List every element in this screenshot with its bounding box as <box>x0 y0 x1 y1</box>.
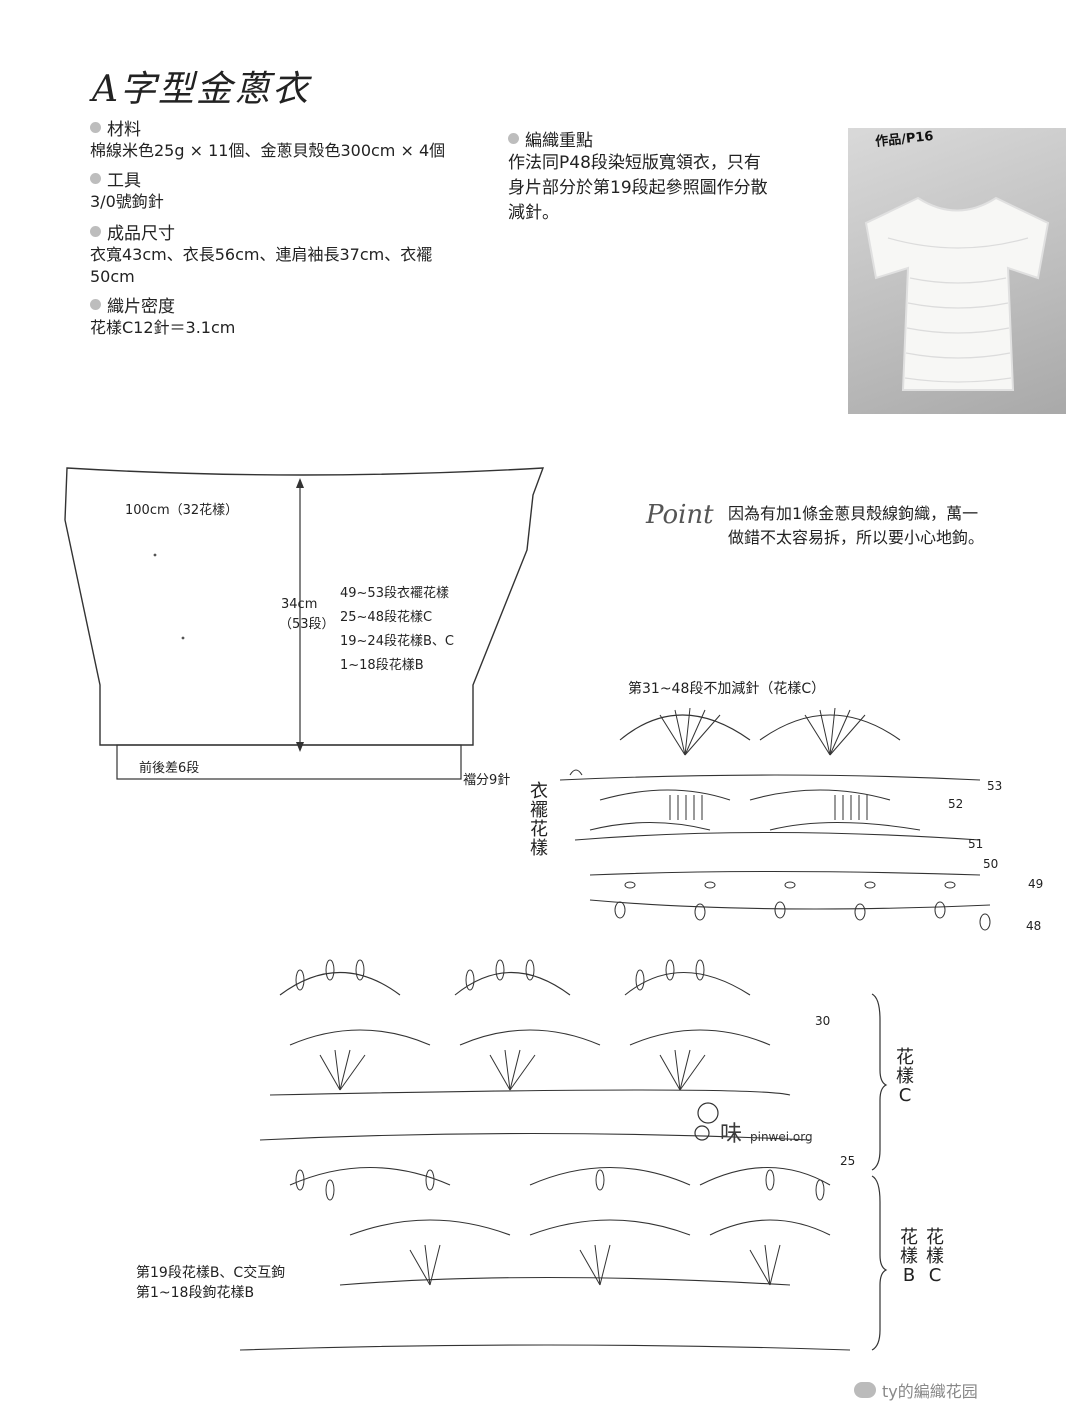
row-note-4: 1~18段花樣B <box>340 657 424 673</box>
point-note: Point <box>646 500 714 530</box>
hem-chart-title: 第31~48段不加減針（花樣C） <box>628 681 826 697</box>
garment-photo <box>848 128 1066 414</box>
watermark-logo: 味 pinwei.org <box>694 1102 813 1147</box>
row-number-52: 52 <box>948 797 963 811</box>
chart-note-2: 第1~18段鉤花樣B <box>136 1285 255 1301</box>
hem-stitch-chart: 53 52 51 50 49 48 <box>560 707 1043 933</box>
pattern-label-char: 樣 <box>900 1246 918 1267</box>
pattern-label-char: 花 <box>900 1227 918 1248</box>
materials-heading: 材料 <box>90 115 510 140</box>
knitting-points-line1: 作法同P48段染短版寬領衣，只有 <box>508 153 761 173</box>
pattern-c-label: 花 樣 C <box>894 1048 916 1105</box>
pattern-label-char: 花 <box>926 1227 944 1248</box>
hem-label-char: 樣 <box>530 838 548 859</box>
knitting-points-line3: 減針。 <box>508 203 559 223</box>
tools-heading-text: 工具 <box>107 171 141 191</box>
row-number-53: 53 <box>987 779 1002 793</box>
garment-schematic: 100cm（32花樣） 34cm （53段） 49~53段衣襬花樣 25~48段… <box>64 467 545 788</box>
specs-block: 材料 棉線米色25g × 11個、金蔥貝殼色300cm × 4個 工具 3/0號… <box>90 115 510 339</box>
height-label-rows: （53段） <box>279 617 335 632</box>
row-number-30: 30 <box>815 1014 830 1028</box>
knitting-points-heading: 編織重點 <box>508 126 838 151</box>
tools-heading: 工具 <box>90 166 510 191</box>
bullet-icon <box>90 122 101 133</box>
schematic-hem-offset <box>116 744 462 780</box>
materials-text: 棉線米色25g × 11個、金蔥貝殼色300cm × 4個 <box>90 141 446 160</box>
size-text-line2: 50cm <box>90 267 135 286</box>
chart-note-1: 第19段花樣B、C交互鉤 <box>136 1265 286 1281</box>
size-heading-text: 成品尺寸 <box>107 224 175 244</box>
hem-label-char: 衣 <box>530 781 548 802</box>
tools-text: 3/0號鉤針 <box>90 192 164 211</box>
bullet-icon <box>90 299 101 310</box>
pattern-label-char: 樣 <box>896 1066 914 1087</box>
footer-watermark-text: ty的編織花园 <box>882 1382 978 1401</box>
wechat-icon <box>854 1382 876 1398</box>
knitting-points-heading-text: 編織重點 <box>525 131 593 151</box>
pattern-label-char: 花 <box>896 1047 914 1068</box>
gauge-heading-text: 織片密度 <box>107 297 175 317</box>
hem-label-char: 襬 <box>530 800 548 821</box>
width-label: 100cm（32花樣） <box>125 502 238 518</box>
arrow-down-icon <box>296 742 304 752</box>
point-note-line2: 做錯不太容易拆，所以要小心地鉤。 <box>728 528 985 547</box>
row-note-2: 25~48段花樣C <box>340 609 432 625</box>
hem-label-char: 花 <box>530 819 548 840</box>
side-stitch-label: 襠分9針 <box>463 773 510 788</box>
row-number-49: 49 <box>1028 877 1043 891</box>
bullet-icon <box>90 226 101 237</box>
watermark-char: 味 <box>720 1122 742 1147</box>
sweater-image <box>864 196 1050 391</box>
point-note-text: 因為有加1條金蔥貝殼線鉤織，萬一 做錯不太容易拆，所以要小心地鉤。 <box>728 502 984 550</box>
pattern-label-char: C <box>898 1085 912 1106</box>
size-heading: 成品尺寸 <box>90 219 510 244</box>
materials-heading-text: 材料 <box>107 120 141 140</box>
pattern-label-char: 樣 <box>926 1246 944 1267</box>
gauge-heading: 織片密度 <box>90 292 510 317</box>
pattern-label-char: B <box>902 1265 916 1286</box>
chart-brackets <box>871 993 888 1351</box>
schematic-outline <box>64 467 545 746</box>
knitting-points-line2: 身片部分於第19段起參照圖作分散 <box>508 178 768 198</box>
page-title: A字型金蔥衣 <box>92 69 310 110</box>
point-label: Point <box>646 500 714 530</box>
gauge-text: 花樣C12針＝3.1cm <box>90 318 236 337</box>
footer-watermark: ty的編織花园 <box>854 1378 978 1402</box>
row-number-25: 25 <box>840 1154 855 1168</box>
pattern-b-label: 花 樣 B <box>898 1228 920 1285</box>
row-note-1: 49~53段衣襬花樣 <box>340 585 449 601</box>
hem-offset-label: 前後差6段 <box>139 760 199 776</box>
pattern-c2-label: 花 樣 C <box>924 1228 946 1285</box>
chart-notes: 第19段花樣B、C交互鉤 第1~18段鉤花樣B <box>136 1263 285 1303</box>
row-note-3: 19~24段花樣B、C <box>340 633 454 649</box>
pattern-label-char: C <box>928 1265 942 1286</box>
bullet-icon <box>508 133 519 144</box>
arrow-up-icon <box>296 478 304 488</box>
size-text-line1: 衣寬43cm、衣長56cm、連肩袖長37cm、衣襬 <box>90 245 433 264</box>
watermark-site: pinwei.org <box>750 1130 813 1144</box>
row-number-51: 51 <box>968 837 983 851</box>
bullet-icon <box>90 173 101 184</box>
row-number-50: 50 <box>983 857 998 871</box>
knitting-points-block: 編織重點 作法同P48段染短版寬領衣，只有 身片部分於第19段起參照圖作分散 減… <box>508 126 838 226</box>
point-note-line1: 因為有加1條金蔥貝殼線鉤織，萬一 <box>728 504 979 523</box>
row-number-48: 48 <box>1026 919 1041 933</box>
height-label-cm: 34cm <box>281 597 317 612</box>
main-stitch-chart: 30 25 味 pinwei.org <box>239 959 855 1351</box>
hem-chart-side-label: 衣 襬 花 樣 <box>528 782 550 858</box>
